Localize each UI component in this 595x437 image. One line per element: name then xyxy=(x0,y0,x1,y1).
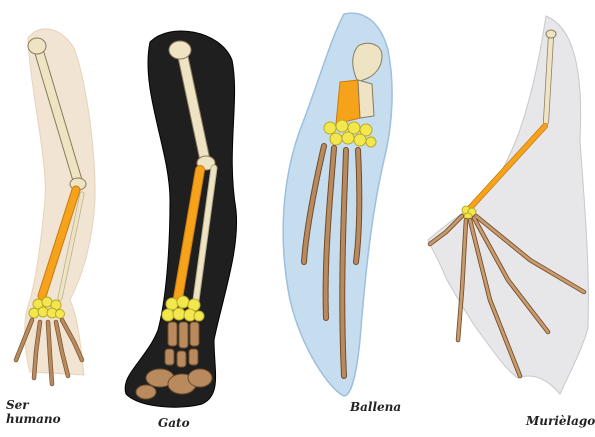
label-cat: Gato xyxy=(158,416,190,430)
whale-flipper xyxy=(283,13,392,396)
cat-foreleg xyxy=(125,31,236,407)
human-arm xyxy=(16,29,95,384)
label-whale: Ballena xyxy=(350,400,401,414)
whale-carpals xyxy=(324,120,376,147)
label-bat: Murièlago xyxy=(526,414,595,428)
bat-wing xyxy=(428,16,588,394)
cat-carpals xyxy=(162,296,204,321)
bat-wing-membrane xyxy=(428,16,588,394)
human-arm-outline xyxy=(25,29,95,375)
label-human: Ser humano xyxy=(6,398,76,426)
